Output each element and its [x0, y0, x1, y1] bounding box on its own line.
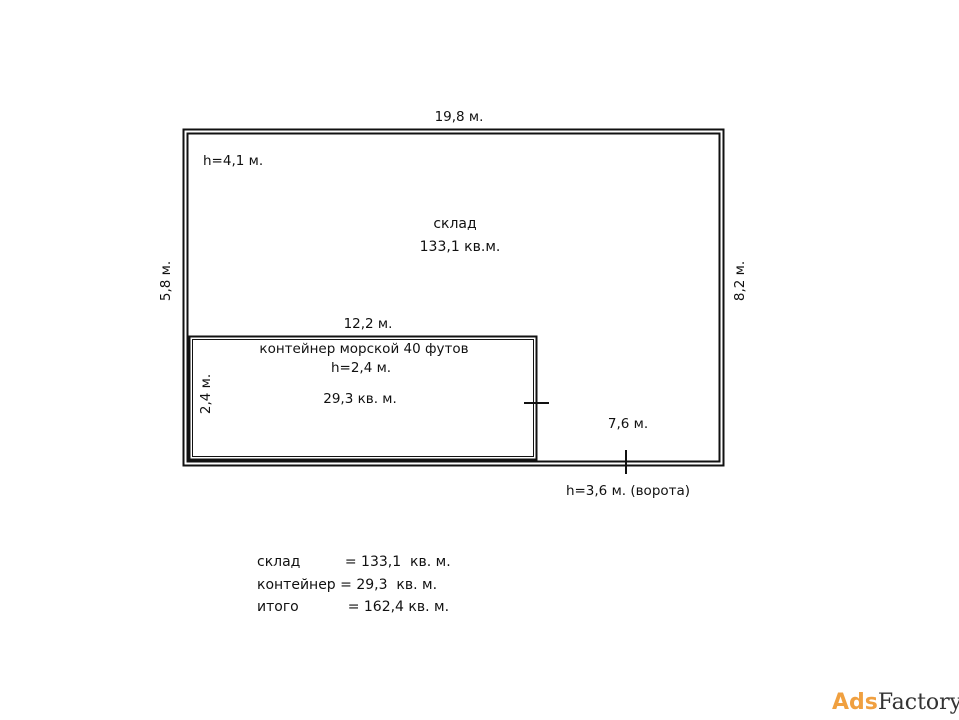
watermark-logo: AdsFactory: [832, 690, 959, 715]
gate-label: h=3,6 м. (ворота): [565, 483, 691, 499]
container-height: h=2,4 м.: [330, 360, 392, 376]
outer-wall-outer: [182, 128, 725, 467]
container-label: контейнер морской 40 футов: [259, 341, 469, 357]
summary-total: итого = 162,4 кв. м.: [257, 599, 450, 615]
warehouse-area: 133,1 кв.м.: [419, 239, 501, 255]
left-dimension: 5,8 м.: [158, 260, 174, 302]
summary-warehouse: склад = 133,1 кв. м.: [257, 554, 451, 570]
gate-offset: 7,6 м.: [607, 416, 649, 432]
summary-container: контейнер = 29,3 кв. м.: [257, 577, 438, 593]
container-area: 29,3 кв. м.: [323, 391, 397, 407]
container-depth: 2,4 м.: [198, 373, 214, 415]
warehouse-height: h=4,1 м.: [203, 153, 264, 169]
container-inner-line: [192, 339, 534, 457]
warehouse-label: склад: [433, 216, 477, 232]
top-dimension: 19,8 м.: [434, 109, 484, 125]
container-outline: [188, 335, 538, 461]
container-width: 12,2 м.: [343, 316, 393, 332]
right-dimension: 8,2 м.: [732, 260, 748, 302]
outer-wall-inner: [186, 132, 721, 463]
